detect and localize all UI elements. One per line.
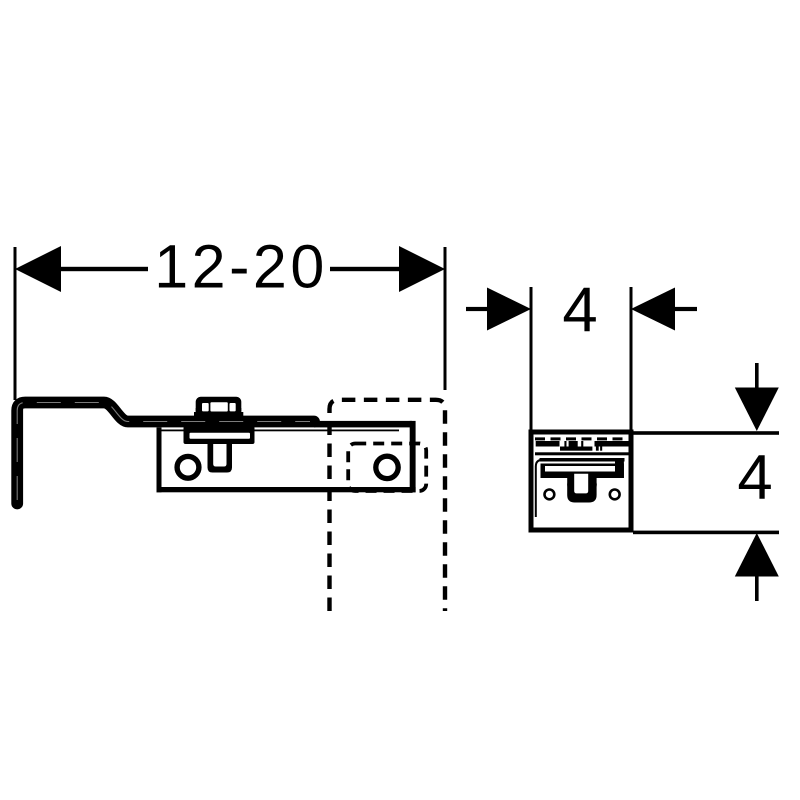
svg-text:4: 4: [737, 443, 772, 513]
svg-text:4: 4: [562, 276, 597, 346]
svg-text:12-20: 12-20: [154, 233, 328, 301]
